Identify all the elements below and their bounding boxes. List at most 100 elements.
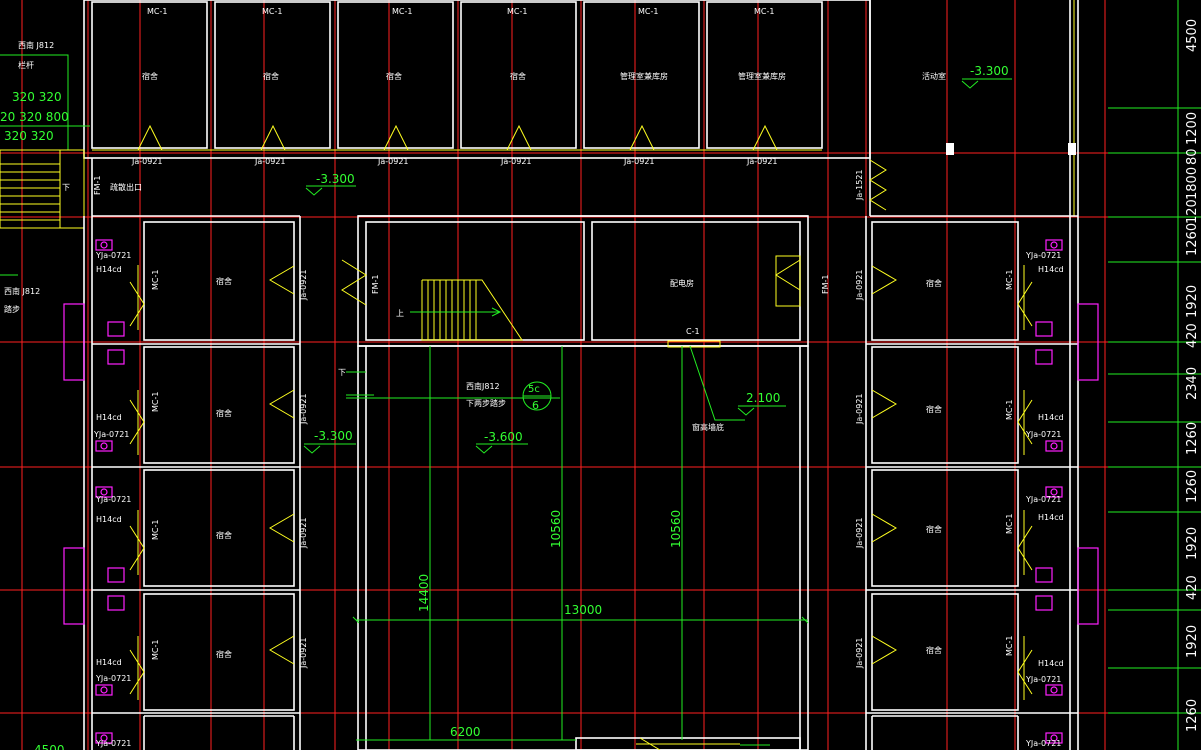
right-room-name-2: 宿舍 bbox=[926, 404, 942, 414]
top-door-label-6: MC-1 bbox=[754, 7, 774, 16]
level-right-top: -3.300 bbox=[970, 64, 1009, 78]
right-bath-window-5: YJa-0721 bbox=[1025, 739, 1061, 748]
top-door-label-4: MC-1 bbox=[507, 7, 527, 16]
left-dims-row2: 20 320 800 bbox=[0, 110, 69, 124]
right-bath-fixture-1: H14cd bbox=[1038, 265, 1064, 274]
dim-6200: 6200 bbox=[450, 725, 481, 739]
center-stair: 上 bbox=[396, 279, 523, 341]
top-window-label-6: Ja-0921 bbox=[746, 157, 778, 166]
top-door-label-5: MC-1 bbox=[638, 7, 658, 16]
left-stair-down: 下 bbox=[62, 183, 70, 192]
left-step-label: 踏步 bbox=[4, 304, 20, 314]
left-room-name-4: 宿舍 bbox=[216, 649, 232, 659]
right-swings bbox=[871, 265, 1033, 700]
top-window-label-4: Ja-0921 bbox=[500, 157, 532, 166]
right-dim-2: 1200 bbox=[1185, 112, 1200, 145]
right-door-label-3: MC-1 bbox=[1005, 514, 1014, 534]
top-room-row bbox=[83, 0, 1079, 217]
top-window-label-5: Ja-0921 bbox=[623, 157, 655, 166]
note-ref-1: 西南J812 bbox=[466, 381, 500, 391]
exit-door-label: FM-1 bbox=[93, 176, 102, 195]
left-window-label-1: Ja-0921 bbox=[299, 269, 308, 301]
left-swings bbox=[129, 265, 295, 700]
right-bath-fixture-4: H14cd bbox=[1038, 659, 1064, 668]
right-dim-8: 420 bbox=[1185, 323, 1200, 348]
right-dimension-column: 4500 1200 80 1800 120 1260 1920 420 2340… bbox=[1108, 0, 1201, 750]
right-dim-13: 420 bbox=[1185, 575, 1200, 600]
top-window-label-3: Ja-0921 bbox=[377, 157, 409, 166]
left-bath-window-4: YJa-0721 bbox=[95, 674, 131, 683]
left-door-label-1: MC-1 bbox=[151, 270, 160, 290]
top-window-label-1: Ja-0921 bbox=[131, 157, 163, 166]
note-ref-2: 下两步踏步 bbox=[466, 398, 506, 408]
left-ref-top: 西南 J812 bbox=[18, 40, 54, 50]
left-bath-window-2: YJa-0721 bbox=[93, 430, 129, 439]
left-bath-window-1: YJa-0721 bbox=[95, 251, 131, 260]
dim-14400: 14400 bbox=[417, 574, 431, 612]
left-labels: 宿舍 宿舍 宿舍 宿舍 MC-1 MC-1 MC-1 MC-1 Ja-0921 … bbox=[93, 251, 356, 748]
detail-sheet: 6 bbox=[532, 399, 539, 412]
left-dims-row3: 320 320 bbox=[4, 129, 54, 143]
top-room-name-2: 宿舍 bbox=[263, 71, 279, 81]
top-room-name-3: 宿舍 bbox=[386, 71, 402, 81]
exit-label: 疏散出口 bbox=[110, 182, 142, 192]
right-dim-15: 1260 bbox=[1185, 699, 1200, 732]
left-bath-window-3: YJa-0721 bbox=[95, 495, 131, 504]
power-room-door: FM-1 bbox=[821, 275, 830, 294]
right-dim-1: 4500 bbox=[1185, 19, 1200, 52]
top-door-swings bbox=[92, 124, 822, 151]
right-dim-12: 1920 bbox=[1185, 527, 1200, 560]
stair-up-label: 上 bbox=[396, 309, 404, 318]
right-door-label-2: MC-1 bbox=[1005, 400, 1014, 420]
center-window-label: C-1 bbox=[686, 327, 700, 336]
center-labels: FM-1 配电房 FM-1 C-1 西南J812 下两步踏步 下 5c 6 -3… bbox=[338, 275, 830, 454]
right-dim-9: 2340 bbox=[1185, 367, 1200, 400]
left-room-name-2: 宿舍 bbox=[216, 408, 232, 418]
center-block bbox=[341, 215, 809, 750]
right-window-label-3: Ja-0921 bbox=[855, 517, 864, 549]
top-room-name-4: 宿舍 bbox=[510, 71, 526, 81]
window-note: 窗高墙底 bbox=[692, 422, 724, 432]
left-rail-label: 栏杆 bbox=[18, 60, 34, 70]
right-dim-7: 1920 bbox=[1185, 285, 1200, 318]
dim-10560-b: 10560 bbox=[669, 510, 683, 548]
right-dim-5: 120 bbox=[1185, 199, 1200, 224]
left-bath-fixtures bbox=[63, 239, 125, 744]
dim-4500-bottom: 4500 bbox=[34, 743, 65, 750]
level-court: -3.600 bbox=[484, 430, 523, 444]
left-bath-fixture-1: H14cd bbox=[96, 265, 122, 274]
right-dim-14: 1920 bbox=[1185, 625, 1200, 658]
dim-10560-a: 10560 bbox=[549, 510, 563, 548]
left-door-label-2: MC-1 bbox=[151, 392, 160, 412]
top-right-annotations: -3.300 Ja-1521 bbox=[855, 64, 1012, 211]
right-window-label-4: Ja-0921 bbox=[855, 637, 864, 669]
right-dim-4: 1800 bbox=[1185, 167, 1200, 200]
left-window-label-2: Ja-0921 bbox=[299, 393, 308, 425]
right-room-name-1: 宿舍 bbox=[926, 278, 942, 288]
left-ref-mid: 西南 J812 bbox=[4, 286, 40, 296]
right-door-label-1: MC-1 bbox=[1005, 270, 1014, 290]
right-wing bbox=[865, 216, 1079, 750]
top-room-labels: MC-1 MC-1 MC-1 MC-1 MC-1 MC-1 宿舍 宿舍 宿舍 宿… bbox=[131, 7, 946, 166]
left-dims-row1: 320 320 bbox=[12, 90, 62, 104]
left-room-name-1: 宿舍 bbox=[216, 276, 232, 286]
stair-room-door: FM-1 bbox=[371, 275, 380, 294]
top-room-name-5: 管理室兼库房 bbox=[620, 71, 668, 81]
right-room-name-4: 宿舍 bbox=[926, 645, 942, 655]
right-window-label-1: Ja-0921 bbox=[855, 269, 864, 301]
top-window-label-2: Ja-0921 bbox=[254, 157, 286, 166]
top-door-label-3: MC-1 bbox=[392, 7, 412, 16]
right-window-label-2: Ja-0921 bbox=[855, 393, 864, 425]
right-labels: 宿舍 宿舍 宿舍 宿舍 Ja-0921 Ja-0921 Ja-0921 Ja-0… bbox=[855, 251, 1064, 748]
right-bath-window-4: YJa-0721 bbox=[1025, 675, 1061, 684]
level-corridor-left: -3.300 bbox=[314, 429, 353, 443]
left-door-label-3: MC-1 bbox=[151, 520, 160, 540]
left-bath-window-5: YJa-0721 bbox=[95, 739, 131, 748]
right-dim-11: 1260 bbox=[1185, 470, 1200, 503]
center-dimensions: 13000 10560 10560 14400 6200 bbox=[352, 346, 809, 741]
top-door-label-2: MC-1 bbox=[262, 7, 282, 16]
left-room-name-3: 宿舍 bbox=[216, 530, 232, 540]
left-window-label-4: Ja-0921 bbox=[299, 637, 308, 669]
right-bath-fixture-2: H14cd bbox=[1038, 413, 1064, 422]
